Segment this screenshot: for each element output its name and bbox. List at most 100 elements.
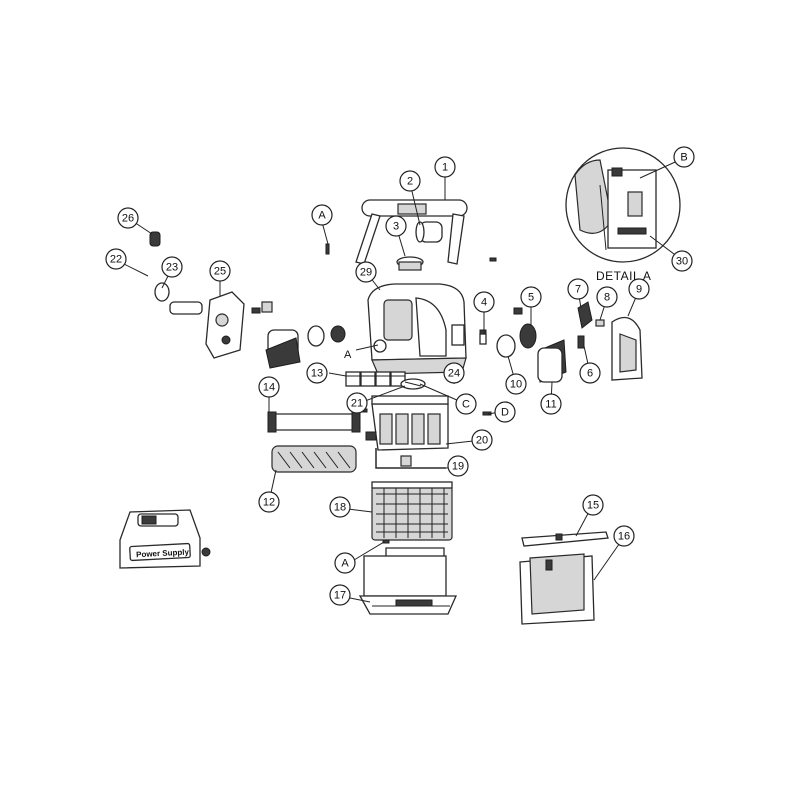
callout-number: 10 [510, 379, 522, 391]
callout-number: 24 [448, 368, 460, 380]
callout-20: 20 [471, 429, 493, 451]
callout-22: 22 [105, 248, 127, 270]
callout-14: 14 [258, 376, 280, 398]
callout-bubble [613, 525, 635, 547]
callout-bubble [473, 291, 495, 313]
callout-a3: A [334, 552, 356, 574]
callout-number: 2 [407, 176, 413, 188]
callout-bubble [494, 401, 516, 423]
callout-c: C [455, 393, 477, 415]
power-supply-label: Power Supply [136, 547, 190, 559]
callout-12: 12 [258, 491, 280, 513]
roller-and-cap-parts [396, 221, 443, 271]
callout-5: 5 [520, 286, 542, 308]
callout-number: 22 [110, 254, 122, 266]
callout-number: A [318, 210, 326, 222]
callout-11: 11 [540, 393, 562, 415]
callout-bubble [443, 362, 465, 384]
callout-number: 6 [587, 368, 593, 380]
right-drive-parts [479, 301, 643, 383]
callout-number: C [462, 399, 470, 411]
callout-number: 11 [545, 399, 556, 411]
callout-bubble [582, 494, 604, 516]
callout-30: 30 [671, 250, 693, 272]
callout-19: 19 [447, 455, 469, 477]
callout-bubble [455, 393, 477, 415]
power-supply-part: Power Supply [119, 509, 211, 569]
callout-bubble [567, 278, 589, 300]
callout-number: A [341, 558, 349, 570]
detail-a-inset: DETAIL A [565, 147, 681, 283]
callout-bubble [540, 393, 562, 415]
callout-number: 12 [263, 497, 275, 509]
callout-a1: A [311, 204, 333, 226]
callout-number: 29 [360, 267, 372, 279]
callout-number: 21 [351, 398, 363, 410]
callout-24: 24 [443, 362, 465, 384]
callout-number: 14 [263, 382, 275, 394]
callout-2: 2 [399, 170, 421, 192]
callout-bubble [671, 250, 693, 272]
callout-number: 19 [452, 461, 464, 473]
callout-bubble [520, 286, 542, 308]
callout-bubble [505, 373, 527, 395]
callout-number: 9 [636, 284, 642, 296]
callout-number: 7 [575, 284, 581, 296]
callout-number: 30 [676, 256, 688, 268]
callout-bubble [306, 362, 328, 384]
callout-18: 18 [329, 496, 351, 518]
callout-25: 25 [209, 260, 231, 282]
callout-bubble [628, 278, 650, 300]
callout-bubble [258, 491, 280, 513]
callout-number: 18 [334, 502, 346, 514]
callout-d: D [494, 401, 516, 423]
pin-part [479, 333, 487, 345]
callout-number: 25 [214, 266, 226, 278]
callout-bubble [161, 256, 183, 278]
callout-16: 16 [613, 525, 635, 547]
bottom-frame-part [358, 547, 458, 615]
callout-number: 26 [122, 213, 134, 225]
callout-bubble [329, 584, 351, 606]
callout-bubble [385, 215, 407, 237]
callout-6: 6 [579, 362, 601, 384]
callout-bubble [434, 156, 456, 178]
callout-bubble [117, 207, 139, 229]
basket-box-part [519, 553, 595, 625]
top-frame-part [521, 531, 609, 547]
callout-bubble [447, 455, 469, 477]
callout-9: 9 [628, 278, 650, 300]
callout-8: 8 [596, 286, 618, 308]
body-ref-letter-a: A [344, 349, 352, 361]
callout-bubble [471, 429, 493, 451]
callout-bubble [105, 248, 127, 270]
callout-4: 4 [473, 291, 495, 313]
callout-bubble [346, 392, 368, 414]
callout-bubble [596, 286, 618, 308]
filter-basket-part [371, 481, 453, 541]
callout-26: 26 [117, 207, 139, 229]
callout-3: 3 [385, 215, 407, 237]
callout-number: 4 [481, 297, 487, 309]
callout-bubble [334, 552, 356, 574]
brush-part [271, 445, 357, 473]
callout-bubble [311, 204, 333, 226]
callout-15: 15 [582, 494, 604, 516]
motor-filter-box-part [365, 395, 449, 451]
callout-1: 1 [434, 156, 456, 178]
callout-number: 15 [587, 500, 599, 512]
handle-part [355, 199, 468, 265]
callout-number: 13 [311, 368, 323, 380]
callout-bubble [329, 496, 351, 518]
callout-number: 20 [476, 435, 488, 447]
callout-number: 3 [393, 221, 399, 233]
callout-10: 10 [505, 373, 527, 395]
filter-cartridge-row [345, 371, 406, 387]
callout-bubble [258, 376, 280, 398]
callout-bubble [579, 362, 601, 384]
callout-bubble [209, 260, 231, 282]
callout-number: 23 [166, 262, 178, 274]
